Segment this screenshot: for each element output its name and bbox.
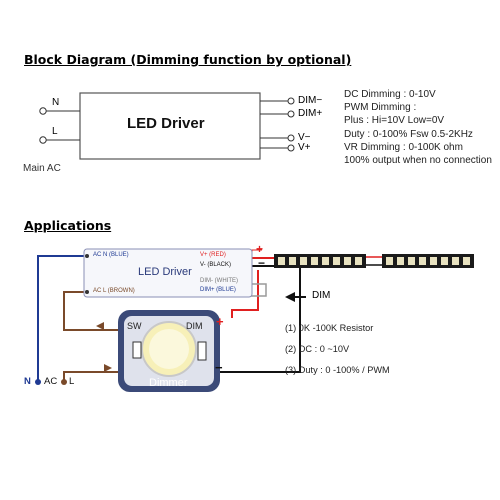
led-strip-2 (382, 254, 474, 268)
led-chip (322, 257, 329, 265)
spec-line: PWM Dimming : (344, 102, 417, 114)
dim-arrow-icon (285, 292, 295, 302)
dimming-options-list: (1) 0K -100K Resistor (2) DC : 0 ~10V (3… (285, 318, 390, 381)
dimmer-dim-label: DIM (186, 321, 203, 331)
dimmer-negative-sign: − (215, 360, 223, 375)
option-item: (3) Duty : 0 -100% / PWM (285, 365, 390, 375)
option-item: (1) 0K -100K Resistor (285, 323, 374, 333)
terminal-v-plus-label: V+ (RED) (200, 252, 226, 258)
led-chip (333, 257, 340, 265)
output-v-plus-terminal (287, 144, 295, 152)
dimmer-sw-label: SW (127, 321, 142, 331)
spec-line: Duty : 0-100% Fsw 0.5-2KHz (344, 128, 473, 140)
block-diagram-heading: Block Diagram (Dimming function by optio… (24, 52, 352, 67)
output-v-minus-terminal (287, 134, 295, 142)
arrow-left-icon (96, 322, 104, 330)
live-wire-from-ac (63, 371, 118, 381)
output-dim-minus-label: DIM− (298, 95, 323, 106)
terminal-dim-minus-label: DIM- (WHITE) (200, 278, 238, 284)
terminal-dim-plus-label: DIM+ (BLUE) (200, 287, 236, 293)
switch-symbol (132, 341, 142, 359)
led-chip (419, 257, 426, 265)
led-chip (386, 257, 393, 265)
arrow-right-icon (104, 364, 112, 372)
negative-sign: − (258, 256, 266, 270)
led-chip (300, 257, 307, 265)
output-dim-plus-label: DIM+ (298, 108, 323, 119)
dim-arrow-label: DIM (312, 290, 331, 301)
led-chip (355, 257, 362, 265)
spec-line: DC Dimming : 0-10V (344, 89, 436, 100)
ac-l-terminal (61, 379, 67, 385)
dimmer-positive-sign: + (216, 314, 224, 329)
terminal-v-minus-label: V- (BLACK) (200, 262, 232, 268)
led-chip (408, 257, 415, 265)
ac-n-label: N (24, 376, 31, 387)
led-chip (441, 257, 448, 265)
applications-heading: Applications (24, 218, 112, 233)
led-chip (278, 257, 285, 265)
live-wire-to-dimmer (63, 291, 118, 331)
led-chip (311, 257, 318, 265)
resistor-symbol (197, 341, 207, 361)
terminal-ac-l (85, 290, 89, 294)
input-n-label: N (52, 97, 60, 108)
terminal-ac-n-label: AC N (BLUE) (93, 252, 129, 258)
led-chip-group (278, 257, 470, 265)
app-driver-label: LED Driver (138, 266, 192, 278)
app-driver-box (83, 248, 253, 298)
terminal-ac-n (85, 254, 89, 258)
input-l-label: L (52, 126, 58, 137)
positive-sign: + (256, 242, 264, 256)
spec-line: 100% output when no connection (344, 154, 492, 166)
led-chip (463, 257, 470, 265)
output-v-minus-label: V− (298, 132, 311, 143)
positive-dimmer-wire (231, 270, 259, 318)
output-v-plus-label: V+ (298, 142, 311, 153)
main-ac-caption: Main AC (23, 163, 61, 174)
led-chip (344, 257, 351, 265)
led-chip (397, 257, 404, 265)
option-item: (2) DC : 0 ~10V (285, 344, 350, 354)
led-chip (452, 257, 459, 265)
led-strip-1 (274, 254, 366, 268)
spec-line: Plus : Hi=10V Low=0V (344, 115, 445, 127)
terminal-ac-l-label: AC L (BROWN) (93, 288, 135, 294)
output-dim-plus-terminal (287, 110, 295, 118)
spec-line: VR Dimming : 0-100K ohm (344, 141, 463, 153)
led-driver-box (79, 92, 261, 160)
ac-n-terminal (35, 379, 41, 385)
neutral-wire (37, 255, 84, 381)
dimmer-knob-center (149, 329, 189, 369)
dimmer-label: Dimmer (149, 377, 188, 389)
ac-l-label: L (69, 376, 75, 387)
led-chip (430, 257, 437, 265)
dimming-spec-list: DC Dimming : 0-10V PWM Dimming : Plus : … (344, 88, 492, 167)
led-chip (289, 257, 296, 265)
ac-label: AC (44, 376, 58, 387)
output-dim-minus-terminal (287, 97, 295, 105)
led-driver-box-label: LED Driver (127, 115, 205, 132)
